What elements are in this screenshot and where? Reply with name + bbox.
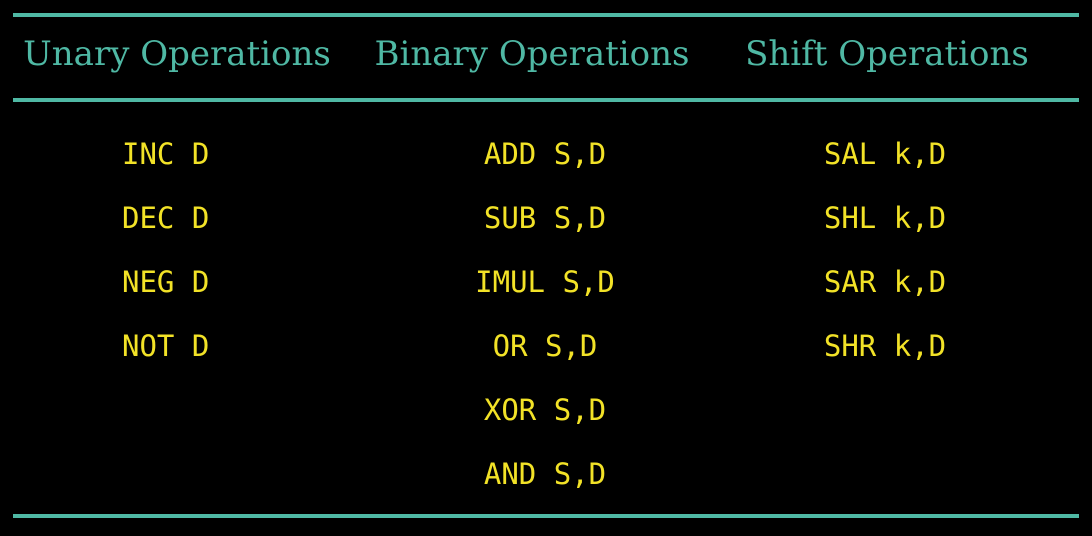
header-binary-operations: Binary Operations (374, 34, 690, 74)
bottom-rule (13, 514, 1079, 518)
cell-inc: INC D (122, 137, 210, 171)
cell-or: OR S,D (492, 329, 598, 363)
header-shift-operations: Shift Operations (745, 34, 1029, 74)
header-rule (13, 98, 1079, 102)
cell-and: AND S,D (483, 457, 607, 491)
cell-sub: SUB S,D (483, 201, 607, 235)
column-binary: ADD S,D SUB S,D IMUL S,D OR S,D XOR S,D … (375, 135, 715, 519)
column-unary: INC D DEC D NEG D NOT D (122, 135, 462, 391)
cell-not: NOT D (122, 329, 210, 363)
header-unary-operations: Unary Operations (23, 34, 331, 74)
cell-shr: SHR k,D (823, 329, 947, 363)
cell-add: ADD S,D (483, 137, 607, 171)
top-rule (13, 13, 1079, 17)
cell-sal: SAL k,D (823, 137, 947, 171)
cell-imul: IMUL S,D (475, 265, 615, 299)
column-shift: SAL k,D SHL k,D SAR k,D SHR k,D (715, 135, 1055, 391)
cell-neg: NEG D (122, 265, 210, 299)
cell-dec: DEC D (122, 201, 210, 235)
cell-xor: XOR S,D (483, 393, 607, 427)
cell-sar: SAR k,D (823, 265, 947, 299)
cell-shl: SHL k,D (823, 201, 947, 235)
